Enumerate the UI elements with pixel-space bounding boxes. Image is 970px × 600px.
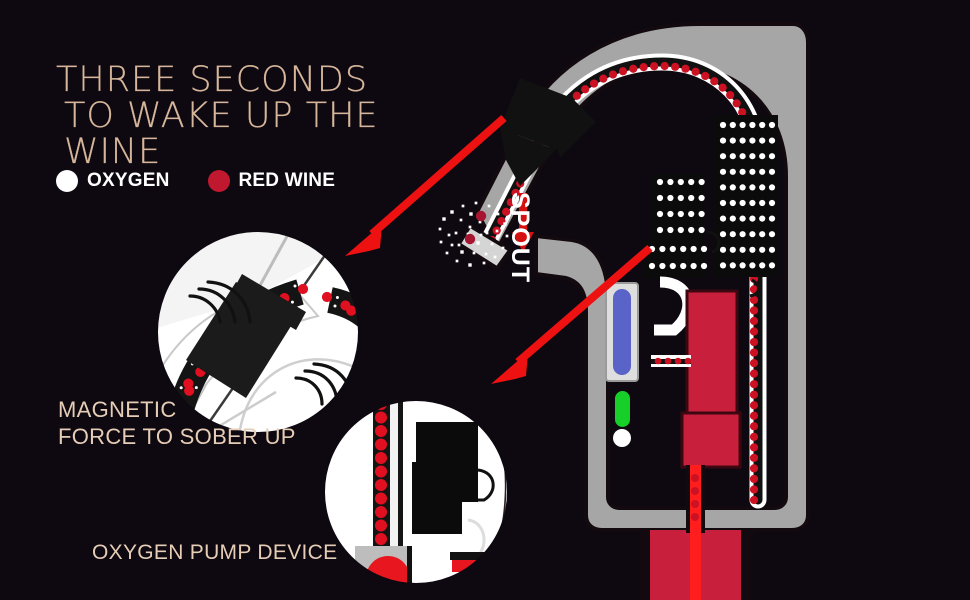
- legend-label-red-wine: RED WINE: [238, 170, 336, 191]
- caption-magnetic-force: MAGNETIC FORCE TO SOBER UP: [58, 397, 296, 449]
- legend-item-red-wine: RED WINE: [207, 170, 336, 192]
- title-line-1: THREE SECONDS: [56, 60, 369, 100]
- circle-dot-icon: [207, 170, 230, 192]
- arrow-to-magnetic-callout: [345, 114, 507, 256]
- spout-label: SPOUT: [506, 192, 534, 284]
- wine-bottle-neck: [640, 465, 757, 600]
- board-wire: [705, 230, 721, 254]
- legend: OXYGEN RED WINE: [56, 170, 335, 192]
- title-line-2: TO WAKE UP THE WINE: [64, 96, 379, 172]
- arrow-to-pump-callout: [491, 244, 653, 384]
- legend-label-oxygen: OXYGEN: [87, 170, 170, 191]
- indicator-green: [615, 391, 630, 427]
- legend-item-oxygen: OXYGEN: [56, 170, 170, 192]
- connector-tube: [651, 355, 692, 367]
- pump-blocks: [680, 289, 742, 469]
- indicator-blue: [613, 289, 631, 375]
- bottle-center-tube: [690, 465, 701, 600]
- circuit-board-large: [714, 115, 778, 277]
- indicator-housing: [605, 282, 639, 382]
- indicator-white: [613, 429, 631, 447]
- spout-direction-arrow: [512, 193, 534, 252]
- caption-oxygen-pump: OXYGEN PUMP DEVICE: [92, 541, 338, 564]
- magnet-collar: [500, 78, 596, 186]
- circle-dot-icon: [56, 170, 78, 192]
- bottle-tube-dots: [691, 474, 699, 521]
- circuit-board-small: [644, 174, 708, 278]
- oxygen-spray-particles: [438, 201, 509, 267]
- magnetic-wave-icon: [188, 280, 252, 324]
- board-wire-2: [749, 278, 760, 298]
